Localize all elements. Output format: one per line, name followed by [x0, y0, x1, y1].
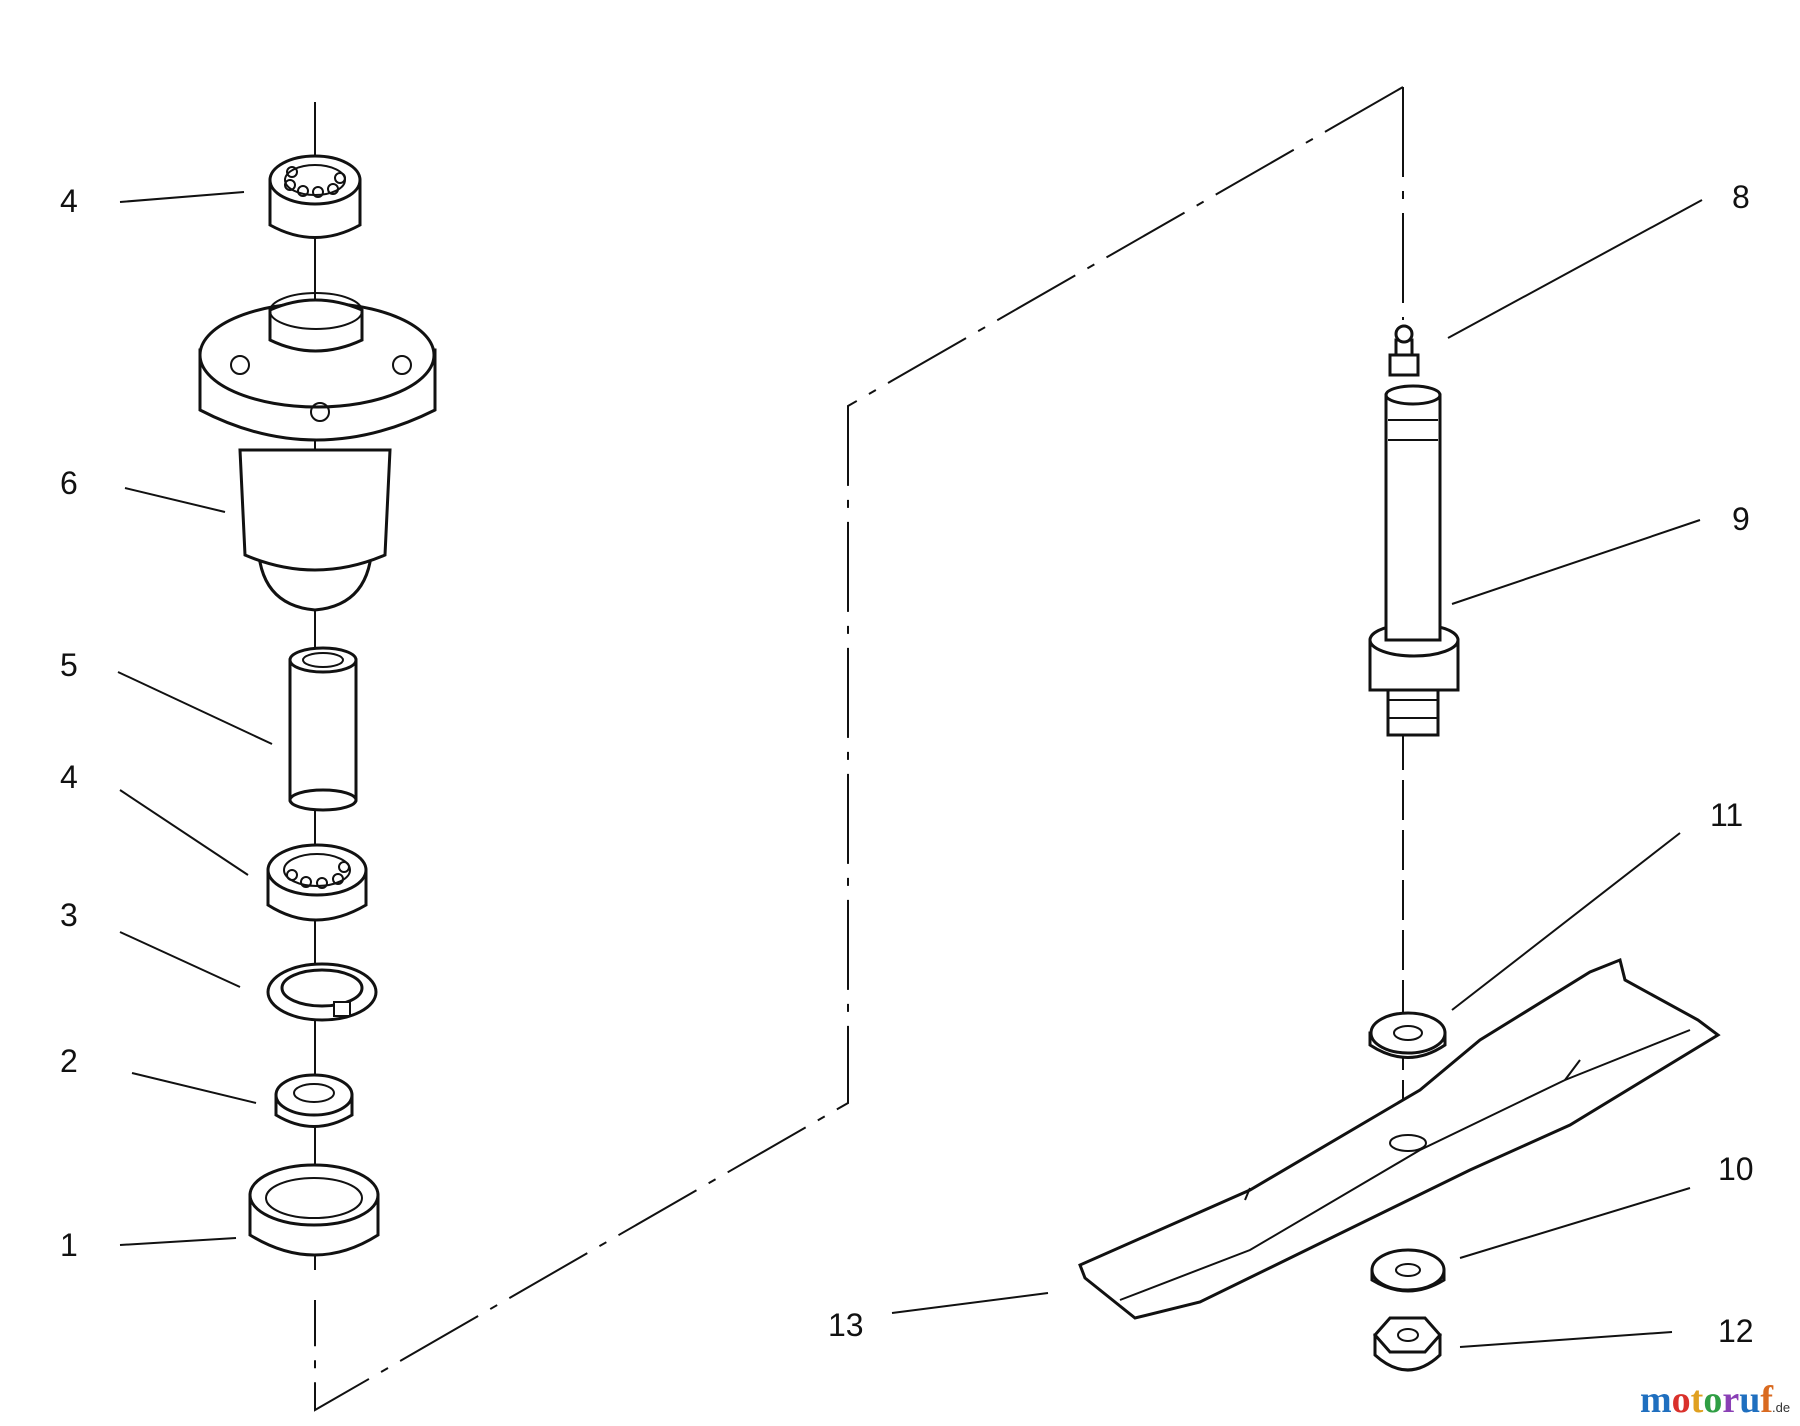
callout-13: 13 [828, 1307, 864, 1343]
callout-6: 6 [60, 465, 78, 501]
callout-3: 3 [60, 897, 78, 933]
callout-9: 9 [1732, 501, 1750, 537]
wm-letter: m [1640, 1379, 1672, 1421]
leader-9 [1451, 519, 1701, 605]
callout-2: 2 [60, 1043, 78, 1079]
hex-nut [1372, 1316, 1443, 1372]
leader-11 [1451, 832, 1681, 1011]
bearing-cup [248, 1163, 380, 1257]
leader-4-bottom [119, 789, 249, 876]
leader-8 [1447, 199, 1703, 339]
spindle-housing [198, 292, 437, 612]
callout-4-top: 4 [60, 183, 78, 219]
spacer-tube [288, 646, 358, 812]
wm-letter: f [1760, 1379, 1774, 1421]
leader-6 [124, 487, 226, 513]
callout-12: 12 [1718, 1313, 1754, 1349]
snap-ring [266, 962, 378, 1022]
leader-12 [1459, 1331, 1673, 1348]
leader-2 [131, 1072, 257, 1104]
spindle-shaft [1368, 384, 1460, 737]
wm-letter: o [1703, 1379, 1722, 1421]
leader-5 [117, 671, 273, 745]
wm-letter: t [1691, 1379, 1704, 1421]
leader-10 [1459, 1187, 1691, 1259]
wm-letter: o [1672, 1379, 1691, 1421]
leader-3 [119, 931, 241, 988]
grease-fitting [1388, 324, 1420, 377]
callout-1: 1 [60, 1227, 78, 1263]
callout-8: 8 [1732, 179, 1750, 215]
small-washer [274, 1073, 354, 1128]
wm-suffix: .de [1772, 1400, 1790, 1415]
leader-1 [119, 1237, 237, 1246]
leader-4-top [119, 191, 245, 203]
callout-5: 5 [60, 647, 78, 683]
bearing-top [268, 154, 362, 239]
leader-13 [891, 1292, 1049, 1314]
callout-4-bottom: 4 [60, 759, 78, 795]
wm-letter: r [1722, 1379, 1739, 1421]
mower-blade [1078, 957, 1721, 1320]
wm-letter: u [1739, 1379, 1760, 1421]
assembly-dashed-line [314, 86, 1404, 1412]
bearing-bottom [266, 843, 368, 922]
svg-text:motoruf: motoruf [1640, 1379, 1774, 1421]
callout-11: 11 [1710, 797, 1743, 833]
blade-washer-top [1368, 1011, 1447, 1059]
blade-washer-bottom [1370, 1248, 1446, 1293]
callout-10: 10 [1718, 1151, 1754, 1187]
watermark-logo: motoruf .de [1640, 1379, 1790, 1421]
